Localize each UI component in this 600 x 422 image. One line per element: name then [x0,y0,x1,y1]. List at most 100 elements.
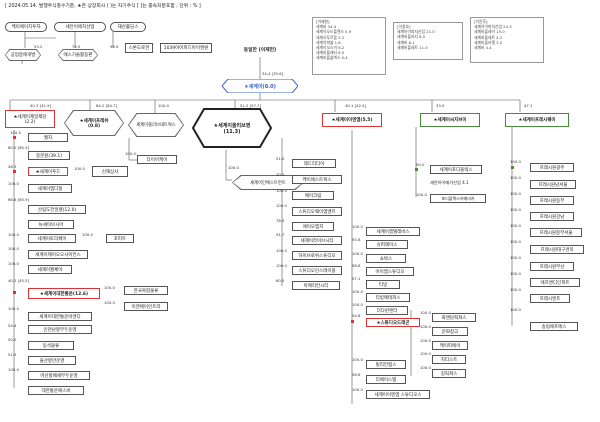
pct-label: 100.0 [420,351,431,356]
node-goryeo: 1039아이피드아이앤원 [160,43,212,53]
branch-pct: 33.0 [436,103,445,108]
node-col1-15: 마산항배세부두운영 [28,371,90,380]
node-jaesan: 재산홀딩스 [110,22,146,32]
node-col5-5: 프레시원중부서울 [530,228,582,237]
node-col3-4: 아이엠스튜디오 [366,267,414,276]
child-pct: 100.0 [125,151,136,156]
node-col1-10: ★세계이대한통운(12.6) [28,288,100,299]
pct-label: 100.0 [8,181,19,186]
node-col5-1: 프레시원광주 [530,163,574,172]
info-line: 세계비플솔엑스 0.4 [316,55,348,61]
pct-label: 100.0 [510,223,521,228]
branch-name: ★세계이제일제당 [13,114,47,120]
pct-label: 100.0 [74,166,85,171]
pct-label: 100.0 [510,307,521,312]
node-col1-3: ★세계이푸드 [28,167,68,176]
child-pct: 100.0 [228,165,239,170]
pct-label: 100.0 [8,246,19,251]
info-box-lee-jaehyun: [이제헌] 세계비 34.4 세계이오드플랜스 5.9 세계오투르움 2.2 세… [312,17,386,75]
node-col3-9: 빌리언멤스 [366,360,406,369]
pct-label: 100.0 [352,251,363,256]
pct-label: 74.5 [72,44,81,49]
node-col5-8: 에프앤디인피트 [530,278,580,287]
node-col2-8: 스튜디오인스테이블 [292,266,342,275]
node-col1-7: 세계이토리페이 [28,234,76,243]
node-col3-2: 슈퍼레이스 [366,240,408,249]
node-col2-3: 메이크림 [292,191,334,200]
branch-marker [351,320,354,323]
node-col3-sub-5: 길픽쳐스 [432,369,466,378]
info-title: [이윤후] [474,19,488,24]
node-gongup: 공업중에개발 [5,49,41,61]
root-pct: 34.4 [35.6] [262,71,284,76]
node-col2-6: 세계이라이브시티 [292,236,342,245]
branch-name: ★세계이프레쉬 [79,118,109,124]
branch-marker [13,170,16,173]
pct-label: 100.0 [276,248,287,253]
page-title: [ 2024.05.14. 발행주식총수기준, ★은 상장회사 ( )는 자기주… [5,4,201,9]
pct-label: 53.2 [34,44,43,49]
node-col1-16: 대한통운에스비 [28,386,84,395]
pct-label: 100.0 [8,306,19,311]
node-col1-14: 울산항만운영 [28,356,76,365]
info-line: 세계비 8.1 [397,39,415,45]
pct-label: 100.0 [8,232,19,237]
node-col1-side-2: 포피트 [106,234,134,243]
node-col5-4: 프레시원강남 [530,212,574,221]
pct-label: 100.0 [416,192,427,197]
pct-label: 50.0 [8,337,17,342]
branch-sub: (11.3) [223,128,241,135]
info-box-lee-jungho: [이정호] 세계아이피지산업 21.0 세계비플리티 8.5 세계비 8.1 세… [393,22,463,60]
branch-cj-olive-networks: 세계이올리브네트웍스 [129,114,183,136]
node-col1-side-4: 이엔에이인트라 [124,302,168,311]
node-col4-3: 포디플렉스아메리카 [430,194,486,203]
info-title: [이제헌] [316,19,330,24]
node-col3-11: 세계이이엔엠 스튜디오스 [366,390,430,399]
info-line: 세계아이피지산업 21.0 [397,29,435,35]
info-line: 세계비플레트 4.2 [474,34,503,40]
info-line: 세계이피블 1.6 [316,39,341,45]
node-col3-1: 세계이엠텔레비스 [366,227,420,236]
branch-cj-cheiljedang: ★세계이제일제당 (2.2) [5,110,55,128]
branch-name: ★세계이이엔엠 [331,118,361,123]
pct-label: 100.0 [352,289,363,294]
pct-label: 100.0 [8,367,19,372]
info-line: 세계아이피지산업 24.3 [474,24,512,30]
node-col1-6: 뉴세이브시아 [28,220,74,229]
root-hexagon-shape [222,79,298,93]
node-col1-9: 세계이월체어 [28,265,72,274]
node-col5-10: 송림에프에스 [530,322,578,331]
pct-label: 51.5 [8,352,17,357]
node-col5-2: 프레시원남서울 [530,180,576,189]
node-col2-2: 케이에스트웍스 [292,175,342,184]
node-col3-6: 티빙메테피스 [366,293,410,302]
pct-label: 100.0 [82,232,93,237]
node-col1-2: 중분원(39.1) [28,151,70,160]
info-line: 세계이오스키 6.2 [316,45,345,51]
node-col3-sub-2: 문화창고 [432,327,468,336]
pct-label: 78.5 [276,218,285,223]
pct-label: 100.0 [352,302,363,307]
node-cj-investment: 세계이인베스트먼트 [233,176,303,189]
branch-pct: 51.2 [57.7] [240,103,262,108]
pct-label: 100.0 [510,159,521,164]
node-diet-care: 다이어케어 [137,155,177,164]
pct-label: 100.0 [276,203,287,208]
branch-marker [13,291,16,294]
branch-pct: 100.0 [158,103,169,108]
branch-marker [13,136,16,139]
branch-cj-fresh: ★세계이프레쉬 (0.8) [65,111,123,135]
pct-label: 57.1 [352,276,361,281]
info-line: 세계비플리티 8.5 [397,34,426,40]
pct-label: 58.6 [352,263,361,268]
info-line: 세계비플러엘 3.2 [474,39,503,45]
branch-pct: 40.1 [42.4] [345,103,367,108]
node-col3-sub-1: 화앤담픽쳐스 [432,313,476,322]
node-col5-6: 프레시원대구경북 [530,245,584,254]
branch-cj-olive-young: ★세계이올리브영 (11.3) [192,108,272,148]
branch-sub: (5.5) [360,117,373,123]
branch-pct: 40.3 [41.9] [30,103,52,108]
info-line: 세계오투르움 2.2 [316,34,345,40]
owner-node: 동일한 (이제헌) [243,47,277,53]
node-col3-10: 더에이스탭 [366,375,406,384]
